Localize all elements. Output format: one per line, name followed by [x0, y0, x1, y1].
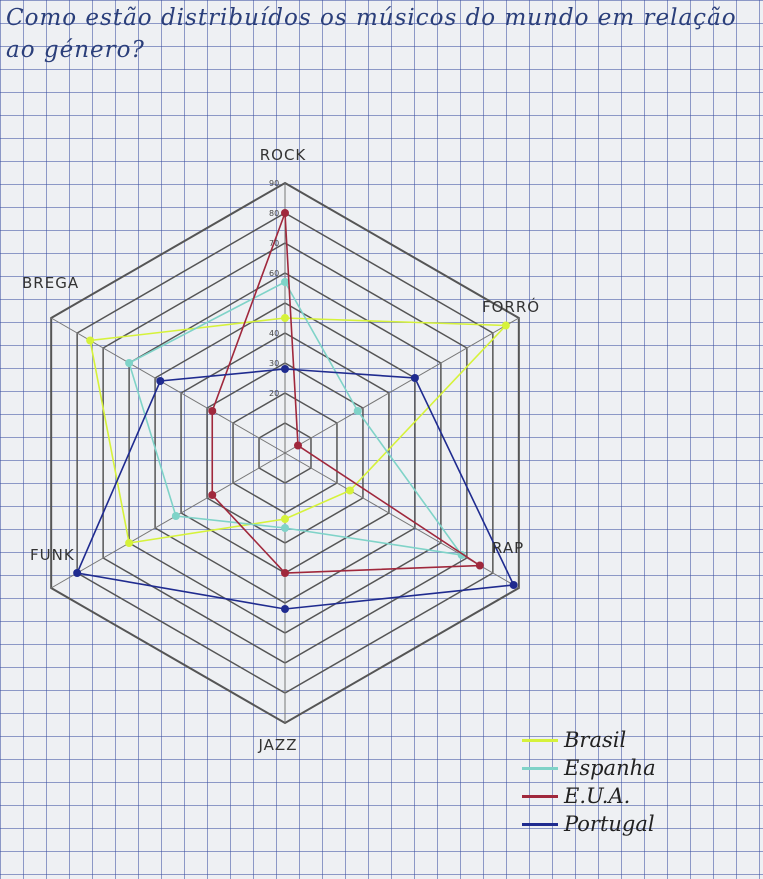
tick-label: 70	[269, 239, 279, 248]
radar-axes	[50, 183, 520, 723]
legend-item-brasil: Brasil	[522, 726, 752, 754]
series-point-espanha-5	[125, 359, 134, 367]
axis-label-rock: ROCK	[260, 146, 307, 164]
tick-label: 80	[269, 209, 279, 218]
series-point-eua-5	[208, 407, 217, 415]
series-point-portugal-3	[281, 605, 289, 613]
axis-label-forró: FORRÓ	[482, 297, 540, 316]
legend-item-portugal: Portugal	[522, 810, 752, 838]
axis-label-jazz: JAZZ	[258, 736, 298, 754]
legend: Brasil Espanha E.U.A. Portugal	[522, 726, 752, 838]
series-point-espanha-4	[171, 512, 180, 520]
legend-item-eua: E.U.A.	[522, 782, 752, 810]
series-point-espanha-0	[281, 278, 289, 286]
legend-item-espanha: Espanha	[522, 754, 752, 782]
series-point-eua-4	[208, 491, 217, 499]
legend-label-eua: E.U.A.	[564, 784, 631, 808]
series-point-eua-3	[281, 569, 289, 577]
chart-question: Como estão distribuídos os músicos do mu…	[6, 5, 737, 63]
legend-swatch-brasil	[522, 738, 558, 742]
series-point-eua-0	[281, 209, 289, 217]
legend-label-brasil: Brasil	[564, 728, 627, 752]
series-point-portugal-2	[509, 581, 518, 589]
radar-series	[73, 209, 518, 613]
series-point-portugal-1	[410, 374, 419, 382]
legend-swatch-espanha	[522, 766, 558, 770]
series-line-eua	[211, 212, 483, 574]
tick-label: 30	[269, 359, 279, 368]
legend-swatch-eua	[522, 794, 558, 798]
series-point-portugal-5	[156, 377, 165, 385]
series-point-eua-1	[293, 441, 302, 450]
axis-line-4	[50, 452, 286, 589]
series-point-brasil-3	[281, 515, 289, 523]
series-point-brasil-5	[86, 336, 95, 345]
axis-label-rap: RAP	[492, 539, 524, 557]
axis-label-brega: BREGA	[22, 274, 79, 292]
tick-label: 90	[269, 179, 279, 188]
series-point-portugal-0	[281, 365, 289, 373]
series-point-eua-2	[475, 561, 484, 570]
axis-label-funk: FUNK	[30, 546, 75, 564]
legend-swatch-portugal	[522, 822, 558, 826]
series-point-portugal-4	[73, 569, 82, 577]
axis-line-1	[284, 317, 520, 454]
series-point-brasil-1	[501, 321, 510, 330]
tick-label: 40	[269, 329, 279, 338]
radar-labels: 20 30 40 60 70 80 90 ROCK FORRÓ RAP JAZZ FUNK BREGA	[22, 146, 540, 754]
legend-label-espanha: Espanha	[564, 756, 656, 780]
series-point-brasil-4	[125, 539, 134, 547]
series-point-brasil-2	[345, 486, 354, 495]
axis-line-5	[50, 317, 286, 454]
series-point-espanha-3	[281, 524, 289, 532]
series-point-brasil-0	[281, 314, 289, 322]
series-point-espanha-1	[353, 407, 362, 415]
legend-label-portugal: Portugal	[564, 812, 655, 836]
tick-label: 20	[269, 389, 279, 398]
tick-label: 60	[269, 269, 279, 278]
